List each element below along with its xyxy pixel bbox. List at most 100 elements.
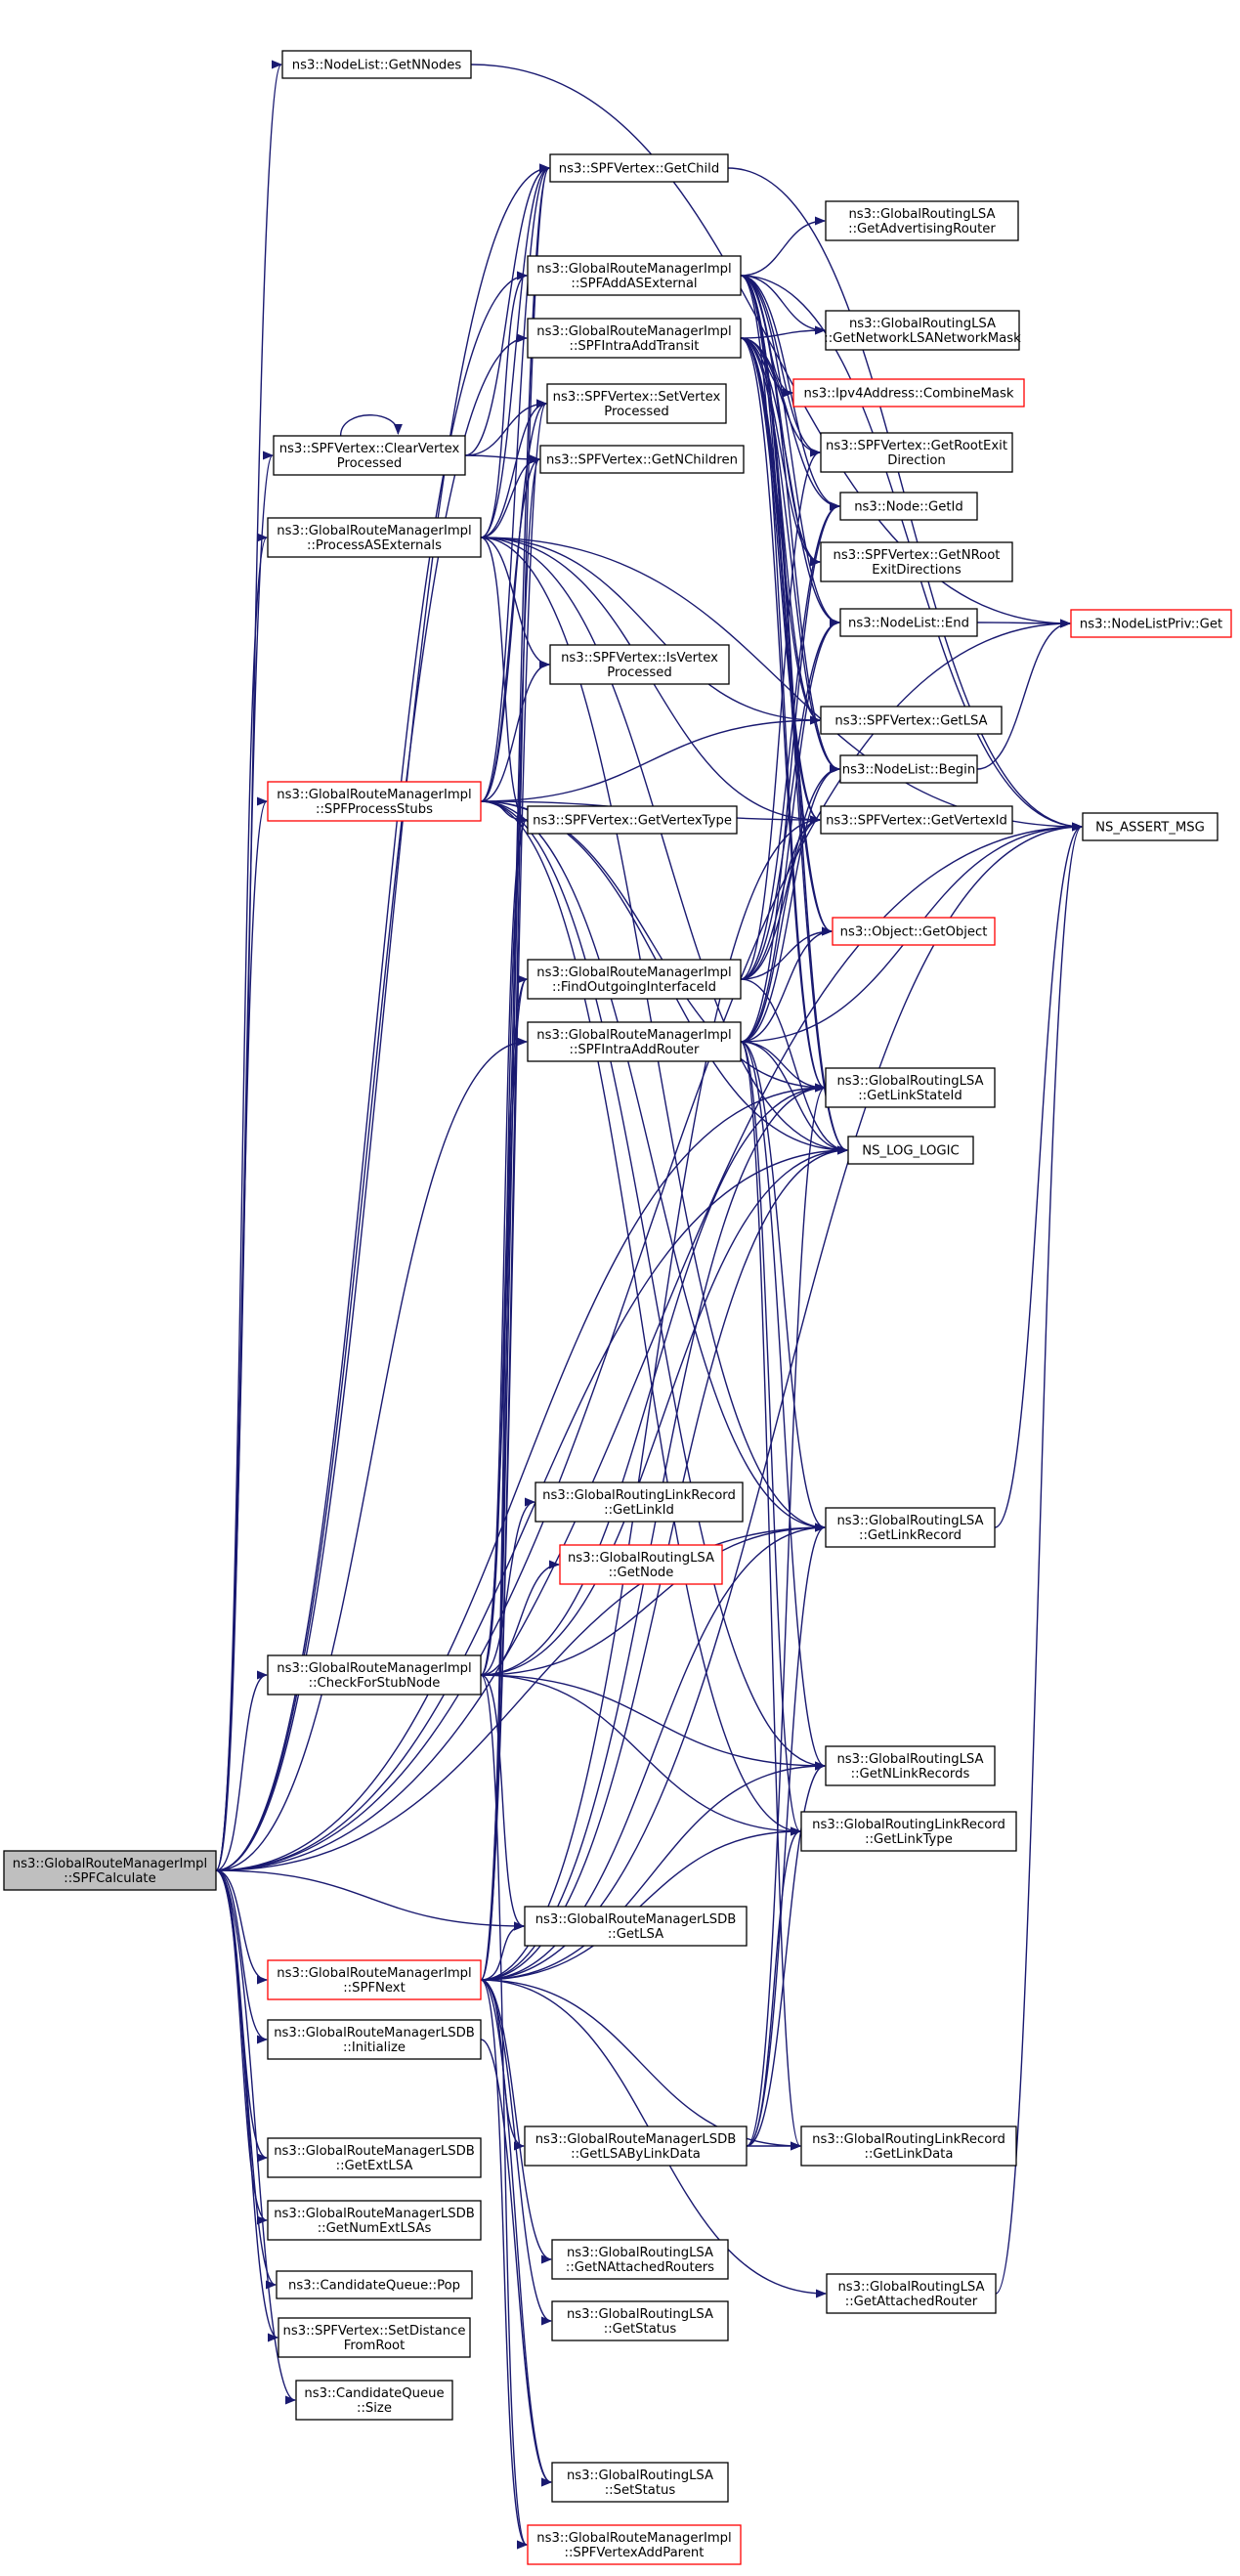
call-edge	[740, 337, 826, 1093]
node-label: ns3::GlobalRouteManagerLSDB	[274, 2144, 475, 2159]
function-node[interactable]: ns3::GlobalRouteManagerLSDB::GetLSAByLin…	[524, 2125, 748, 2167]
edge-n13-n17	[480, 537, 550, 669]
call-edge	[740, 618, 840, 980]
node-label: ns3::GlobalRouteManagerImpl	[536, 2531, 731, 2546]
function-node[interactable]: ns3::GlobalRouteManagerImpl::SPFNext	[267, 1959, 482, 2000]
node-label: ns3::CandidateQueue	[304, 2386, 444, 2401]
function-node[interactable]: ns3::Node::GetId	[839, 492, 978, 521]
function-node[interactable]: ns3::Object::GetObject	[832, 917, 996, 946]
function-node[interactable]: ns3::NodeList::GetNNodes	[281, 50, 472, 79]
function-node[interactable]: ns3::GlobalRoutingLSA::GetLinkStateId	[825, 1067, 996, 1108]
function-node[interactable]: ns3::GlobalRoutingLinkRecord::GetLinkDat…	[800, 2125, 1017, 2167]
call-edge	[480, 399, 547, 1981]
node-label: ns3::GlobalRouteManagerImpl	[277, 524, 471, 538]
node-label: ns3::GlobalRoutingLSA	[567, 2469, 713, 2483]
edge-n36-n9	[480, 399, 547, 1981]
node-box	[267, 2200, 482, 2241]
function-node[interactable]: ns3::GlobalRouteManagerImpl::SPFIntraAdd…	[527, 1021, 742, 1062]
function-node[interactable]: ns3::SPFVertex::GetNChildren	[539, 445, 745, 474]
node-box	[1082, 812, 1219, 841]
function-node[interactable]: NS_LOG_LOGIC	[847, 1136, 974, 1165]
call-edge	[740, 337, 840, 511]
edge-n0-n28	[215, 1145, 848, 1871]
edge-n13-n9	[480, 399, 547, 538]
function-node[interactable]: ns3::GlobalRoutingLSA::GetAdvertisingRou…	[825, 200, 1019, 241]
function-node[interactable]: ns3::SPFVertex::GetLSA	[820, 706, 1003, 735]
call-edge	[740, 1041, 801, 1836]
function-node[interactable]: ns3::SPFVertex::GetVertexId	[820, 805, 1013, 835]
node-label: ns3::GlobalRouteManagerImpl	[13, 1857, 207, 1871]
function-node[interactable]: ns3::GlobalRoutingLSA::GetStatus	[551, 2300, 729, 2341]
edge-n26-n33	[740, 1041, 826, 1771]
function-node[interactable]: NS_ASSERT_MSG	[1082, 812, 1219, 841]
node-label: Processed	[604, 405, 669, 419]
call-edge	[480, 800, 826, 1532]
edge-n26-n39	[740, 1041, 801, 2151]
node-label: ::GetAdvertisingRouter	[848, 222, 996, 236]
function-node[interactable]: ns3::NodeListPriv::Get	[1070, 609, 1232, 638]
node-label: ns3::SPFVertex::GetVertexType	[533, 814, 732, 829]
function-node[interactable]: ns3::GlobalRoutingLSA::SetStatus	[551, 2462, 729, 2503]
edge-n26-n19	[740, 764, 840, 1043]
function-node[interactable]: ns3::SPFVertex::GetChild	[549, 153, 729, 183]
function-node[interactable]: ns3::GlobalRouteManagerImpl::CheckForStu…	[267, 1654, 482, 1696]
function-node[interactable]: ns3::GlobalRoutingLinkRecord::GetLinkTyp…	[800, 1811, 1017, 1852]
call-edge	[740, 501, 840, 980]
function-node[interactable]: ns3::NodeList::End	[839, 608, 978, 637]
function-node[interactable]: ns3::GlobalRouteManagerLSDB::GetLSA	[524, 1906, 748, 1947]
call-edge	[215, 163, 550, 1871]
call-edge	[480, 715, 821, 802]
node-box	[820, 706, 1003, 735]
function-node[interactable]: ns3::GlobalRoutingLSA::GetAttachedRouter	[826, 2273, 997, 2314]
function-node[interactable]: ns3::GlobalRouteManagerLSDB::GetExtLSA	[267, 2137, 482, 2178]
call-edge	[480, 537, 848, 1155]
function-node[interactable]: ns3::GlobalRoutingLSA::GetLinkRecord	[825, 1507, 996, 1548]
node-label: ns3::GlobalRoutingLinkRecord	[812, 2132, 1005, 2147]
function-node[interactable]: ns3::GlobalRouteManagerImpl::FindOutgoin…	[527, 959, 742, 1000]
edge-n0-n23	[215, 822, 1083, 1871]
call-edge	[740, 275, 821, 457]
node-label: NS_LOG_LOGIC	[862, 1144, 959, 1159]
function-node[interactable]: ns3::GlobalRouteManagerLSDB::GetNumExtLS…	[267, 2200, 482, 2241]
call-edge	[740, 337, 833, 936]
function-node[interactable]: ns3::GlobalRoutingLSA::GetNLinkRecords	[825, 1745, 996, 1786]
function-node[interactable]: ns3::GlobalRouteManagerImpl::SPFProcessS…	[267, 781, 482, 822]
edge-n31-n23	[994, 822, 1083, 1528]
function-node[interactable]: ns3::GlobalRoutingLSA::GetNetworkLSANetw…	[824, 310, 1021, 351]
function-node[interactable]: ns3::GlobalRouteManagerImpl::ProcessASEx…	[267, 517, 482, 558]
edge-n32-n28	[480, 1145, 848, 1676]
call-edge	[480, 1674, 826, 1771]
function-node[interactable]: ns3::GlobalRoutingLSA::GetNAttachedRoute…	[551, 2239, 729, 2280]
node-label: ::GetLinkStateId	[858, 1089, 962, 1103]
node-label: ns3::Ipv4Address::CombineMask	[804, 387, 1014, 402]
function-node[interactable]: ns3::GlobalRouteManagerImpl::SPFVertexAd…	[527, 2524, 742, 2565]
node-box	[3, 1850, 217, 1891]
function-node[interactable]: ns3::GlobalRoutingLSA::GetNode	[559, 1544, 723, 1585]
function-node[interactable]: ns3::GlobalRouteManagerImpl::SPFAddASExt…	[527, 255, 742, 296]
function-node[interactable]: ns3::GlobalRouteManagerImpl::SPFCalculat…	[3, 1850, 217, 1891]
node-box	[825, 1507, 996, 1548]
function-node[interactable]: ns3::GlobalRoutingLinkRecord::GetLinkId	[534, 1481, 744, 1523]
function-node[interactable]: ns3::CandidateQueue::Size	[295, 2380, 453, 2421]
function-node[interactable]: ns3::NodeList::Begin	[839, 754, 978, 784]
edge-n36-n46	[480, 1979, 552, 2326]
call-edge	[480, 1979, 552, 2264]
function-node[interactable]: ns3::GlobalRouteManagerImpl::SPFIntraAdd…	[527, 318, 742, 359]
node-box	[551, 2239, 729, 2280]
function-node[interactable]: ns3::Ipv4Address::CombineMask	[792, 378, 1025, 408]
node-label: ns3::GlobalRouteManagerImpl	[277, 1966, 471, 1981]
edge-n0-n26	[215, 1037, 528, 1871]
call-edge	[480, 1497, 535, 1676]
function-node[interactable]: ns3::SPFVertex::GetVertexType	[527, 805, 738, 835]
function-node[interactable]: ns3::GlobalRouteManagerLSDB::Initialize	[267, 2019, 482, 2060]
edge-n26-n28	[740, 1041, 848, 1155]
node-box	[527, 959, 742, 1000]
function-node[interactable]: ns3::CandidateQueue::Pop	[276, 2270, 473, 2299]
